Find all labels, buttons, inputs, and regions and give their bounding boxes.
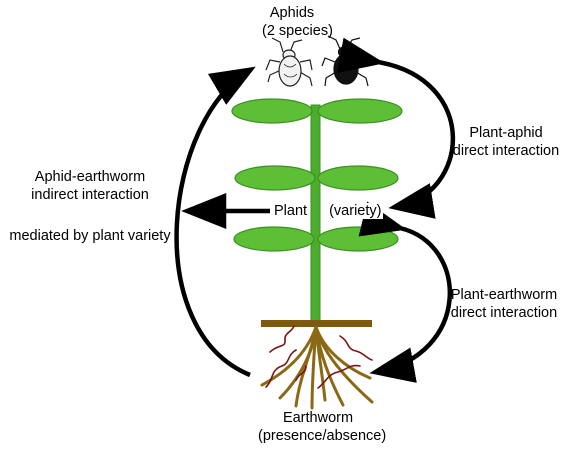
plant-earthworm-line2: direct interaction [450, 305, 558, 321]
aphid-earthworm-line2: indirect interaction [31, 187, 149, 203]
earthworm-subtitle: (presence/absence) [258, 428, 387, 444]
earthworm-4 [317, 364, 361, 389]
soil-line [261, 320, 372, 327]
earthworm-5 [295, 365, 307, 381]
aphids-label: Aphids (2 species) [262, 4, 333, 40]
earthworm-3 [339, 335, 373, 361]
leaf-mid-left [234, 165, 316, 191]
plant-earthworm-line1: Plant-earthworm [450, 287, 558, 303]
aphid-earthworm-line1: Aphid-earthworm [34, 169, 146, 185]
plant-word: Plant [272, 203, 310, 219]
aphid-light-icon [265, 37, 313, 87]
leaf-mid-right [317, 165, 399, 191]
plant-aphid-line2: direct interaction [452, 143, 560, 159]
earthworm-title: Earthworm [282, 410, 354, 426]
aphid-dark-icon [321, 35, 371, 87]
plant-label: Plant (variety) [272, 202, 412, 220]
interaction-arrows [174, 37, 456, 383]
arrow-aphid-earthworm [174, 66, 256, 378]
plant-aphid-label: Plant-aphid direct interaction [446, 124, 566, 160]
plant-aphid-line1: Plant-aphid [469, 125, 543, 141]
plant-variety: (variety) [327, 203, 384, 219]
aphids-title: Aphids [269, 5, 315, 21]
plant-earthworm-label: Plant-earthworm direct interaction [442, 286, 566, 322]
leaf-low-right [317, 226, 399, 252]
aphid-earthworm-mediated-label: mediated by plant variety [2, 227, 178, 245]
aphids-subtitle: (2 species) [262, 23, 333, 39]
aphid-earthworm-label: Aphid-earthworm indirect interaction [2, 168, 178, 204]
earthworm-1 [269, 325, 295, 353]
leaf-top-left [231, 98, 313, 124]
leaf-top-right [317, 98, 403, 124]
earthworm-label: Earthworm (presence/absence) [258, 409, 387, 445]
arrow-plant-aphid [337, 37, 456, 219]
arrow-plant-earthworm [358, 201, 453, 383]
plant-roots [260, 325, 374, 410]
aphid-earthworm-line3: mediated by plant variety [9, 228, 171, 244]
earthworm-2 [265, 349, 297, 388]
leaf-low-left [233, 226, 315, 252]
